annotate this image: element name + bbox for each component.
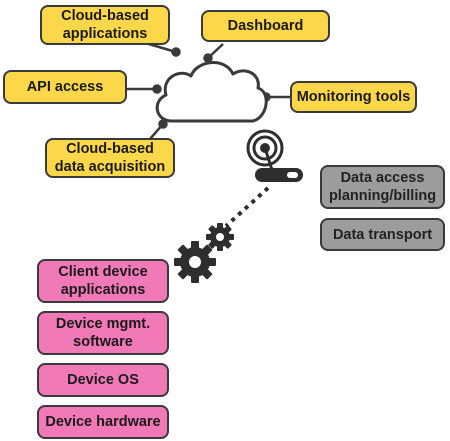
cloud-based-data-acquisition-box: Cloud-based data acquisition (45, 138, 175, 178)
cloud-icon (155, 61, 268, 123)
wireless-router-icon (246, 129, 303, 182)
dashboard-box: Dashboard (201, 10, 330, 42)
cloud-based-data-acquisition-label: Cloud-based data acquisition (54, 141, 166, 175)
device-hardware-label: Device hardware (45, 414, 161, 430)
api-access-label: API access (26, 79, 104, 95)
device-os-box: Device OS (37, 363, 169, 397)
data-transport-box: Data transport (320, 218, 445, 251)
api-access-box: API access (3, 70, 127, 104)
data-transport-label: Data transport (332, 226, 433, 243)
wireless-link-line (224, 186, 270, 228)
monitoring-tools-label: Monitoring tools (296, 89, 411, 105)
device-os-label: Device OS (67, 372, 139, 388)
monitoring-tools-box: Monitoring tools (290, 81, 417, 113)
device-mgmt-software-label: Device mgmt. software (55, 316, 151, 350)
data-access-billing-box: Data access planning/billing (320, 165, 445, 209)
client-device-applications-box: Client device applications (37, 259, 169, 303)
gears-icon (174, 223, 234, 283)
device-mgmt-software-box: Device mgmt. software (37, 311, 169, 355)
data-access-billing-label: Data access planning/billing (328, 170, 437, 204)
dashboard-label: Dashboard (227, 18, 304, 34)
cloud-based-applications-label: Cloud-based applications (61, 8, 149, 42)
cloud-based-applications-box: Cloud-based applications (40, 5, 170, 45)
client-device-applications-label: Client device applications (58, 264, 148, 298)
device-hardware-box: Device hardware (37, 405, 169, 439)
